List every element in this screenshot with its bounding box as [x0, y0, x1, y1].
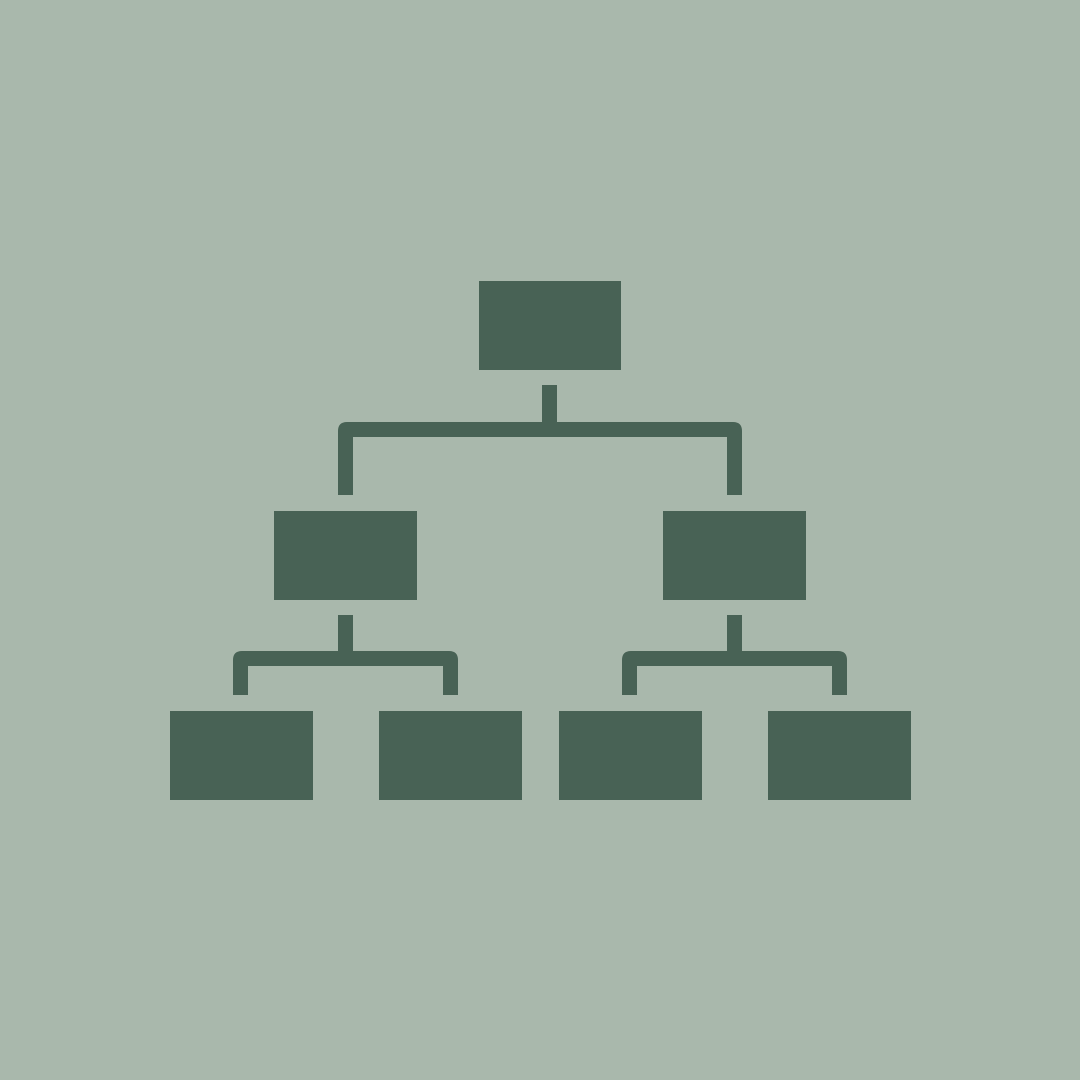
level2-right-node-box	[663, 511, 806, 600]
level3-node-box-4	[768, 711, 911, 800]
left-connector-bracket	[233, 651, 458, 695]
level3-node-box-1	[170, 711, 313, 800]
left-connector-stem	[338, 615, 353, 655]
root-connector-bracket	[338, 422, 742, 495]
level3-node-box-3	[559, 711, 702, 800]
right-connector-stem	[727, 615, 742, 655]
root-node-box	[479, 281, 621, 370]
level2-left-node-box	[274, 511, 417, 600]
root-connector-stem	[542, 385, 557, 425]
level3-node-box-2	[379, 711, 522, 800]
right-connector-bracket	[622, 651, 847, 695]
